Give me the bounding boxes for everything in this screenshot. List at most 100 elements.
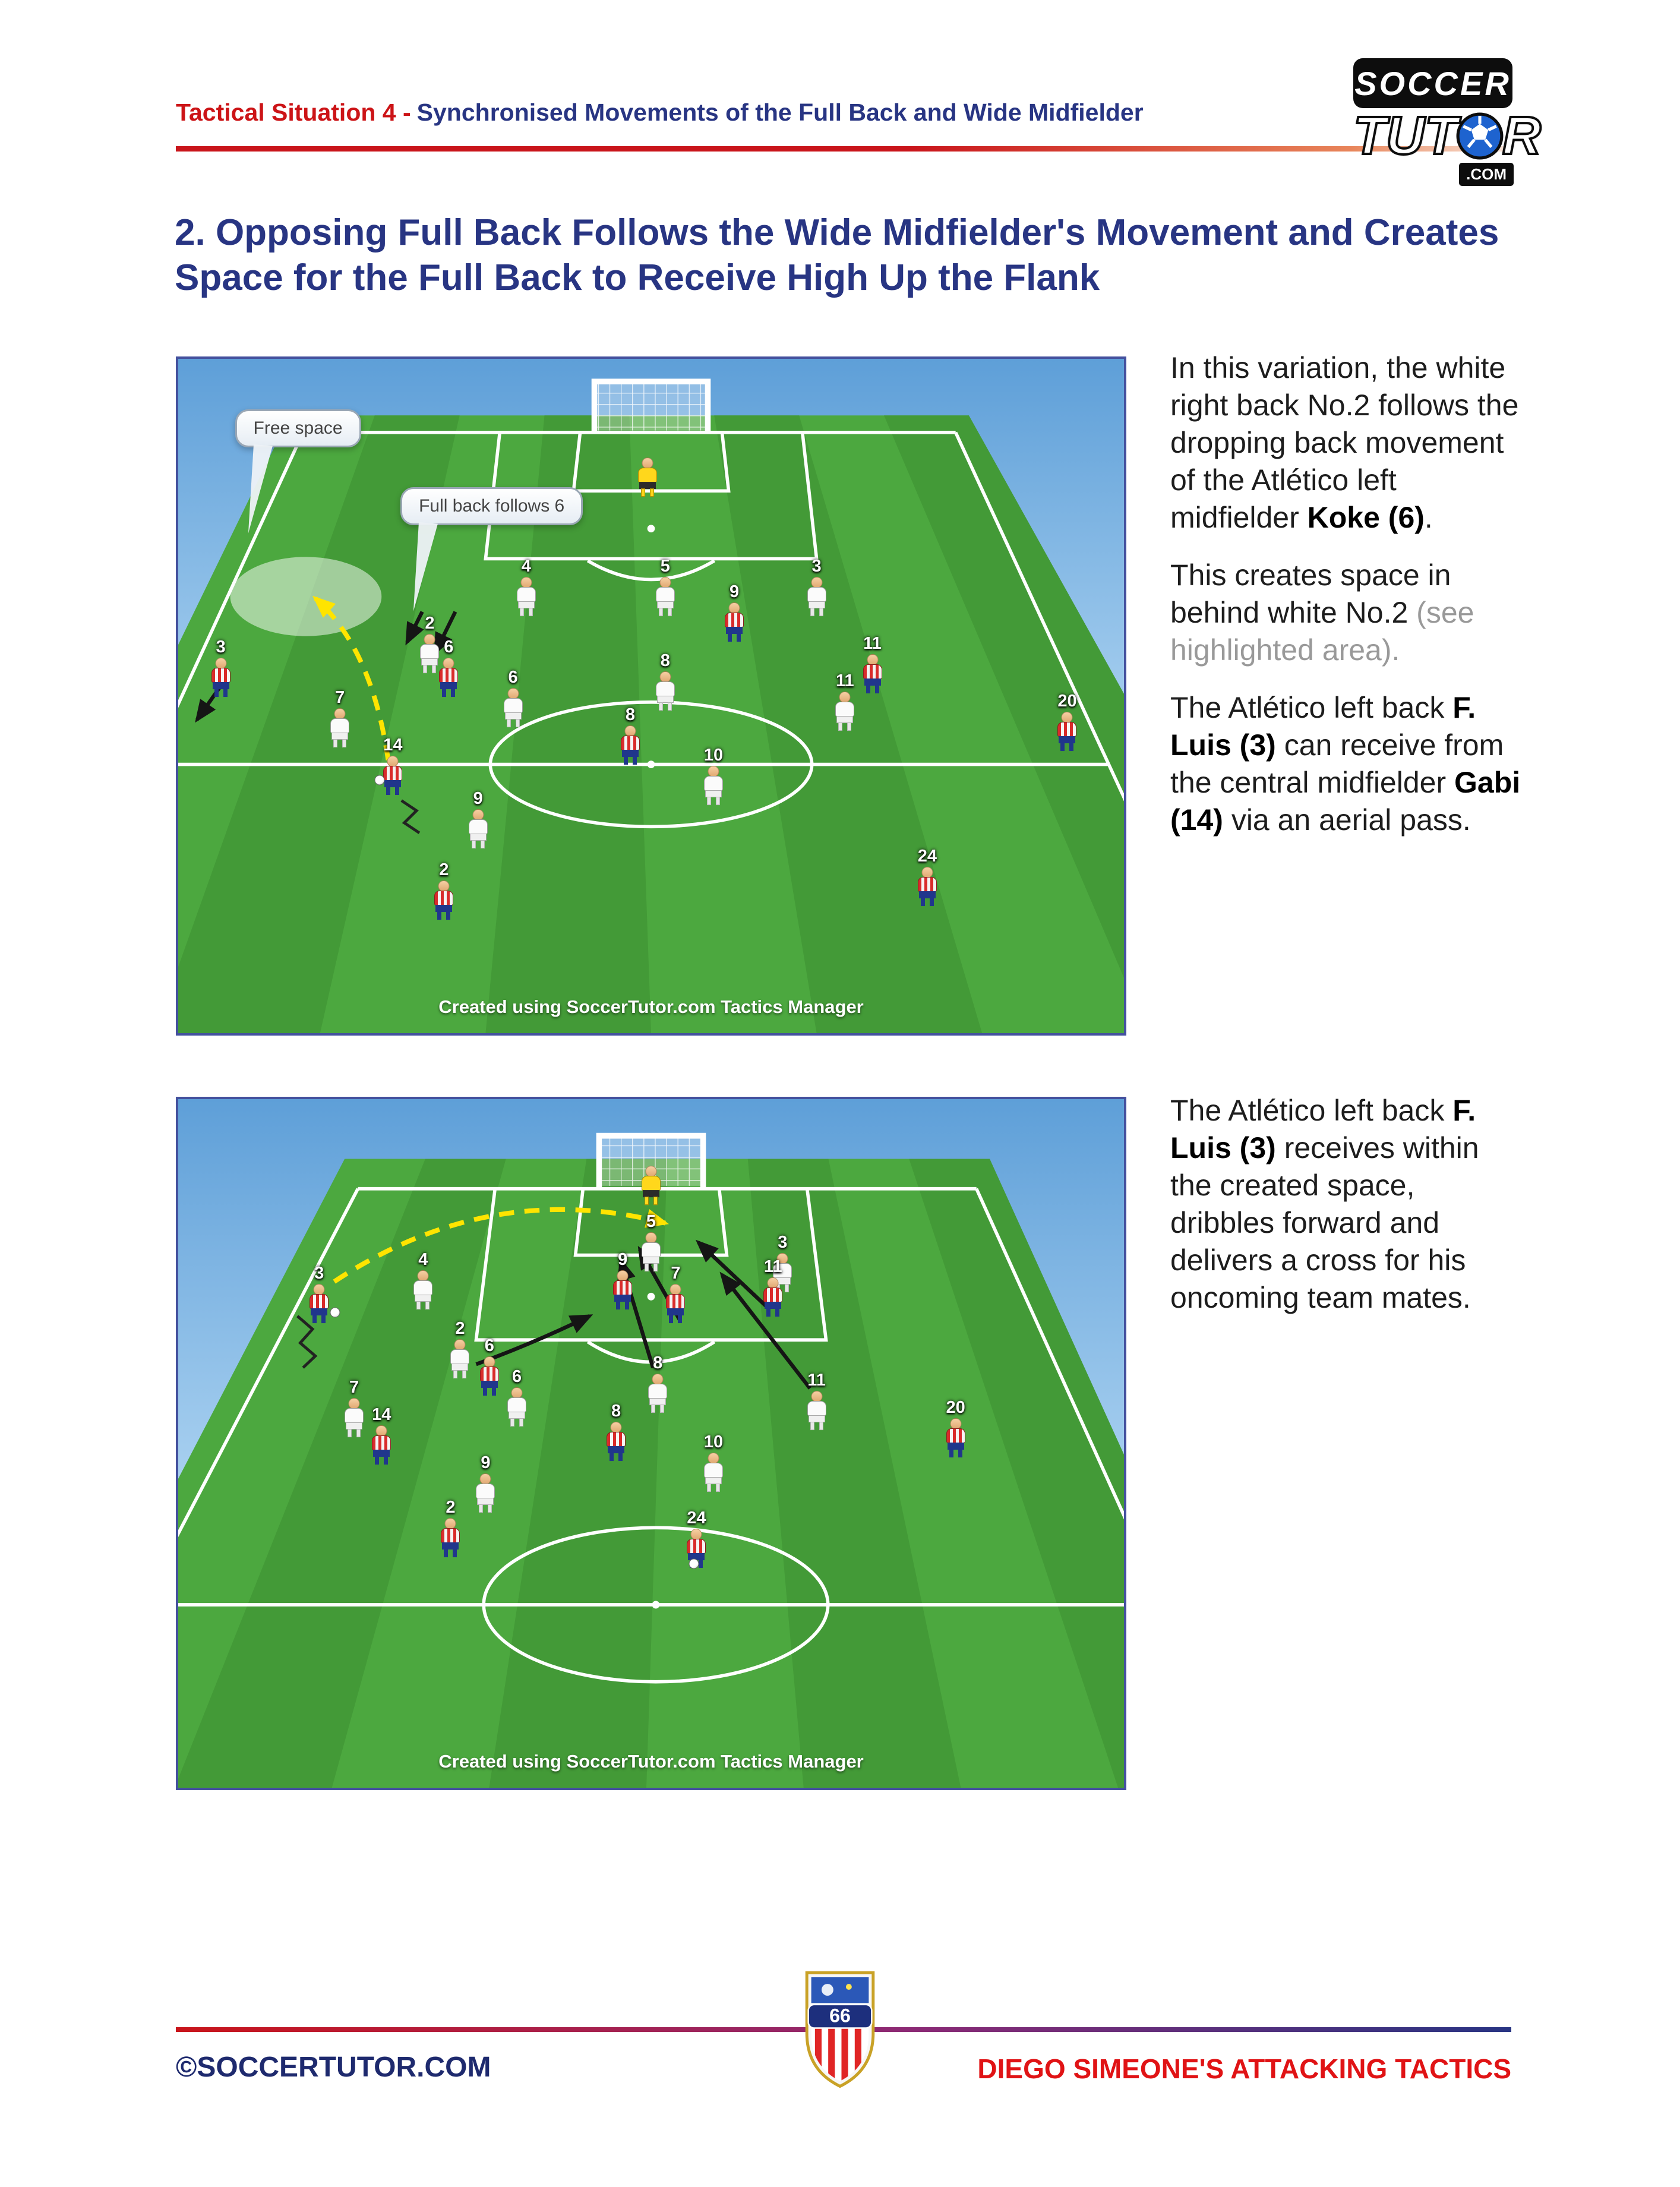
player-figure xyxy=(306,1284,332,1324)
player-number: 8 xyxy=(653,1353,663,1373)
player-number: 7 xyxy=(335,688,345,708)
player-figure xyxy=(610,1270,636,1310)
page-number: 66 xyxy=(829,2005,851,2027)
player-number: 4 xyxy=(521,556,531,576)
player-figure xyxy=(700,765,727,805)
player-figure xyxy=(634,457,661,497)
player-number: 6 xyxy=(511,1367,522,1387)
player-number: 3 xyxy=(314,1264,324,1283)
player-atletico-7: 7 xyxy=(662,1264,689,1324)
player-figure xyxy=(652,576,678,616)
player-figure xyxy=(472,1473,498,1513)
movement-arrows-layer xyxy=(195,595,457,834)
header-kicker: Tactical Situation 4 -Synchronised Movem… xyxy=(176,99,1144,127)
player-goalkeeper xyxy=(634,456,661,497)
free-space-highlight xyxy=(230,557,382,636)
player-atletico-8: 8 xyxy=(603,1403,629,1462)
player-number: 8 xyxy=(660,651,670,670)
goal xyxy=(596,1132,706,1189)
player-number: 14 xyxy=(383,735,403,755)
pitch-lines xyxy=(178,431,1124,829)
player-number: 20 xyxy=(1057,691,1077,711)
player-number: 24 xyxy=(687,1508,706,1528)
label-bubble: Full back follows 6 xyxy=(400,487,583,613)
player-figure xyxy=(943,1418,969,1458)
header-rule xyxy=(176,146,1511,152)
player-number: 2 xyxy=(446,1498,456,1517)
page-badge: 66 xyxy=(805,1971,875,2088)
kicker-situation-label: Tactical Situation 4 - xyxy=(176,99,411,126)
player-white-10: 10 xyxy=(700,1434,727,1492)
paragraph: The Atlético left back F. Luis (3) can r… xyxy=(1170,691,1521,837)
player-figure xyxy=(500,688,526,728)
player-figure xyxy=(208,658,234,698)
player-figure xyxy=(465,809,491,849)
player-figure xyxy=(416,634,443,674)
player-white-9: 9 xyxy=(472,1454,498,1513)
player-figure xyxy=(447,1339,473,1379)
paragraph: This creates space in behind white No.2 … xyxy=(1170,558,1474,667)
player-goalkeeper xyxy=(638,1164,664,1205)
logo-soccer-band: SOCCER xyxy=(1353,58,1512,108)
label-bubble-text: Full back follows 6 xyxy=(419,496,565,516)
player-atletico-6: 6 xyxy=(435,638,462,698)
paragraph: In this variation, the white right back … xyxy=(1170,351,1519,534)
player-atletico-24: 24 xyxy=(683,1508,709,1568)
player-atletico-2: 2 xyxy=(431,861,457,920)
ball xyxy=(374,775,385,785)
player-atletico-8: 8 xyxy=(617,706,643,765)
player-atletico-24: 24 xyxy=(914,846,940,906)
player-number: 24 xyxy=(917,846,937,866)
label-bubble: Free space xyxy=(235,409,361,535)
player-white-2: 2 xyxy=(447,1320,473,1379)
player-number: 6 xyxy=(444,638,454,657)
player-figure xyxy=(617,725,643,765)
player-figure xyxy=(832,691,858,731)
player-figure xyxy=(513,576,539,616)
player-atletico-14: 14 xyxy=(380,735,406,795)
player-figure xyxy=(804,576,830,616)
player-figure xyxy=(603,1422,629,1462)
player-white-3: 3 xyxy=(804,557,830,616)
player-number: 20 xyxy=(946,1398,965,1418)
player-figure xyxy=(652,671,678,711)
player-atletico-3: 3 xyxy=(208,639,234,698)
tactics-manager-credit: Created using SoccerTutor.com Tactics Ma… xyxy=(438,1751,864,1772)
tactics-manager-credit: Created using SoccerTutor.com Tactics Ma… xyxy=(438,996,864,1017)
player-white-6: 6 xyxy=(500,669,526,728)
player-figure xyxy=(341,1397,367,1437)
logo-r-text: R xyxy=(1501,106,1542,166)
logo-soccer-text: SOCCER xyxy=(1354,64,1511,102)
player-figure xyxy=(760,1277,786,1317)
player-atletico-20: 20 xyxy=(943,1398,969,1458)
player-number: 9 xyxy=(481,1453,491,1473)
player-figure xyxy=(437,1518,463,1558)
logo-com-tag: .COM xyxy=(1459,163,1514,186)
kicker-chapter-label: Synchronised Movements of the Full Back … xyxy=(416,99,1144,126)
player-figure xyxy=(504,1387,530,1427)
ball xyxy=(689,1558,699,1569)
player-number: 9 xyxy=(618,1250,628,1270)
player-white-4: 4 xyxy=(410,1251,436,1310)
soccer-ball-icon xyxy=(1456,112,1504,160)
player-white-11: 11 xyxy=(832,672,858,731)
full-back-follow-arrow xyxy=(434,611,457,656)
player-atletico-9: 9 xyxy=(721,583,747,642)
player-figure xyxy=(368,1425,394,1465)
player-white-6: 6 xyxy=(504,1368,530,1427)
text-block-2: The Atlético left back F. Luis (3) recei… xyxy=(1170,1092,1521,1337)
player-white-11: 11 xyxy=(804,1371,830,1430)
run-arrow-11w xyxy=(719,1271,811,1390)
player-white-9: 9 xyxy=(465,789,491,849)
player-figure xyxy=(476,1356,503,1396)
player-number: 9 xyxy=(473,789,483,809)
footer-copyright: ©SOCCERTUTOR.COM xyxy=(176,2052,491,2083)
player-number: 2 xyxy=(439,860,449,879)
player-number: 5 xyxy=(646,1212,656,1232)
label-bubble-text: Free space xyxy=(253,418,343,438)
player-number: 7 xyxy=(671,1264,681,1283)
player-white-4: 4 xyxy=(513,556,539,616)
player-figure xyxy=(645,1374,671,1413)
player-figure xyxy=(435,658,462,698)
